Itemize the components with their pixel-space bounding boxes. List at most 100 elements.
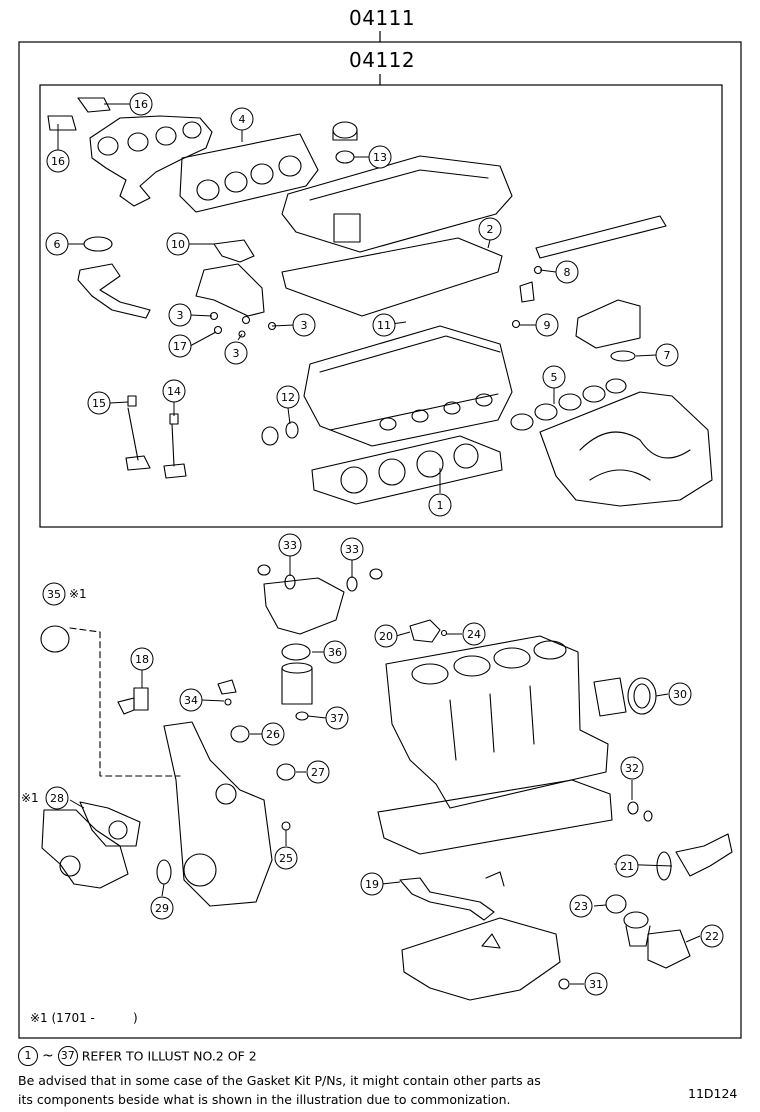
svg-text:11: 11 bbox=[377, 319, 391, 332]
callout-3c: 3 bbox=[224, 341, 248, 365]
svg-text:7: 7 bbox=[664, 349, 671, 362]
exhaust-gasket-sketch bbox=[179, 133, 319, 213]
svg-text:6: 6 bbox=[54, 238, 61, 251]
callout-25: 25 bbox=[274, 846, 298, 870]
svg-text:3: 3 bbox=[233, 347, 240, 360]
valves-sketch bbox=[125, 395, 187, 479]
advice-line-1: Be advised that in some case of the Gask… bbox=[18, 1073, 541, 1088]
svg-text:17: 17 bbox=[173, 340, 187, 353]
svg-text:25: 25 bbox=[279, 852, 293, 865]
svg-text:35: 35 bbox=[47, 588, 61, 601]
head-gasket-sketch bbox=[311, 435, 503, 505]
svg-text:12: 12 bbox=[281, 391, 295, 404]
valve-cover-gasket-sketch bbox=[281, 237, 503, 317]
callout-3b: 3 bbox=[292, 313, 316, 337]
cylinder-block-sketch bbox=[385, 635, 609, 809]
svg-text:22: 22 bbox=[705, 930, 719, 943]
svg-text:20: 20 bbox=[379, 630, 393, 643]
svg-text:33: 33 bbox=[345, 543, 359, 556]
range-separator: ~ bbox=[41, 1048, 54, 1064]
oil-strainer-sketch bbox=[399, 871, 505, 921]
inner-kit-frame bbox=[39, 84, 723, 528]
callout-31: 31 bbox=[584, 972, 608, 996]
callout-34: 34 bbox=[179, 688, 203, 712]
svg-text:3: 3 bbox=[177, 309, 184, 322]
svg-text:24: 24 bbox=[467, 628, 481, 641]
callout-15: 15 bbox=[87, 391, 111, 415]
callout-9: 9 bbox=[535, 313, 559, 337]
svg-text:29: 29 bbox=[155, 902, 169, 915]
callout-16a: 16 bbox=[129, 92, 153, 116]
callout-20: 20 bbox=[374, 624, 398, 648]
svg-text:21: 21 bbox=[620, 860, 634, 873]
svg-text:23: 23 bbox=[574, 900, 588, 913]
exhaust-manifold-sketch bbox=[47, 97, 213, 207]
range-to-badge: 37 bbox=[57, 1046, 78, 1066]
thermostat-sketch bbox=[623, 911, 691, 969]
svg-text:5: 5 bbox=[551, 371, 558, 384]
callout-13: 13 bbox=[368, 145, 392, 169]
diagram-id: 11D124 bbox=[688, 1086, 738, 1101]
callout-22: 22 bbox=[700, 924, 724, 948]
advice-line-2: its components beside what is shown in t… bbox=[18, 1092, 511, 1107]
oil-seal-sketch bbox=[261, 421, 299, 446]
svg-text:26: 26 bbox=[266, 728, 280, 741]
callout-24: 24 bbox=[462, 622, 486, 646]
refer-text: REFER TO ILLUST NO.2 OF 2 bbox=[81, 1048, 257, 1064]
svg-text:1: 1 bbox=[437, 499, 444, 512]
callout-36: 36 bbox=[323, 640, 347, 664]
timing-cover-sketch bbox=[163, 721, 273, 907]
guide-tube-sketch bbox=[511, 215, 667, 329]
ring-25-sketch bbox=[281, 821, 291, 831]
small-bracket-sketch bbox=[217, 679, 237, 695]
callout-6: 6 bbox=[45, 232, 69, 256]
svg-text:37: 37 bbox=[330, 712, 344, 725]
svg-text:30: 30 bbox=[673, 688, 687, 701]
callout-35: 35 bbox=[42, 582, 66, 606]
svg-text:16: 16 bbox=[134, 98, 148, 111]
svg-text:13: 13 bbox=[373, 151, 387, 164]
valve-cover-sketch bbox=[281, 121, 513, 253]
callout-17: 17 bbox=[168, 334, 192, 358]
seal-26-sketch bbox=[230, 725, 250, 743]
svg-text:16: 16 bbox=[51, 155, 65, 168]
refer-note: 1 ~ 37 REFER TO ILLUST NO.2 OF 2 bbox=[18, 1046, 257, 1066]
oil-filter-sketch bbox=[281, 643, 313, 721]
callout-10: 10 bbox=[166, 232, 190, 256]
callout-7: 7 bbox=[655, 343, 679, 367]
callout-21: 21 bbox=[615, 854, 639, 878]
svg-text:19: 19 bbox=[365, 878, 379, 891]
ring-24-sketch bbox=[440, 629, 448, 637]
callout-3a: 3 bbox=[168, 303, 192, 327]
washer-32-sketch bbox=[627, 801, 639, 815]
note-mark-28: ※1 bbox=[21, 791, 39, 805]
kit-inner-code: 04112 bbox=[349, 48, 416, 72]
oil-pan-gasket-sketch bbox=[377, 779, 613, 855]
water-outlet-sketch bbox=[575, 299, 641, 362]
callout-26: 26 bbox=[261, 722, 285, 746]
callout-2: 2 bbox=[478, 217, 502, 241]
callout-14: 14 bbox=[162, 379, 186, 403]
sensor-sketch bbox=[117, 687, 149, 715]
pipe-flange-sketch bbox=[77, 236, 151, 319]
intake-gasket-sketch bbox=[510, 378, 627, 431]
svg-text:4: 4 bbox=[239, 113, 246, 126]
callout-37: 37 bbox=[325, 706, 349, 730]
o-ring-sketch bbox=[40, 625, 70, 653]
range-from-badge: 1 bbox=[18, 1046, 38, 1066]
water-pump-sketch bbox=[41, 801, 141, 889]
svg-text:3: 3 bbox=[301, 319, 308, 332]
callout-11: 11 bbox=[372, 313, 396, 337]
note-mark-35: ※1 bbox=[69, 587, 87, 601]
callout-28: 28 bbox=[45, 786, 69, 810]
plug-sketch bbox=[643, 810, 653, 822]
svg-text:31: 31 bbox=[589, 978, 603, 991]
svg-text:15: 15 bbox=[92, 397, 106, 410]
gasket-23-sketch bbox=[605, 894, 627, 914]
svg-text:28: 28 bbox=[50, 792, 64, 805]
svg-text:8: 8 bbox=[564, 266, 571, 279]
svg-text:27: 27 bbox=[311, 766, 325, 779]
water-inlet-housing-sketch bbox=[257, 564, 383, 635]
svg-text:32: 32 bbox=[625, 762, 639, 775]
